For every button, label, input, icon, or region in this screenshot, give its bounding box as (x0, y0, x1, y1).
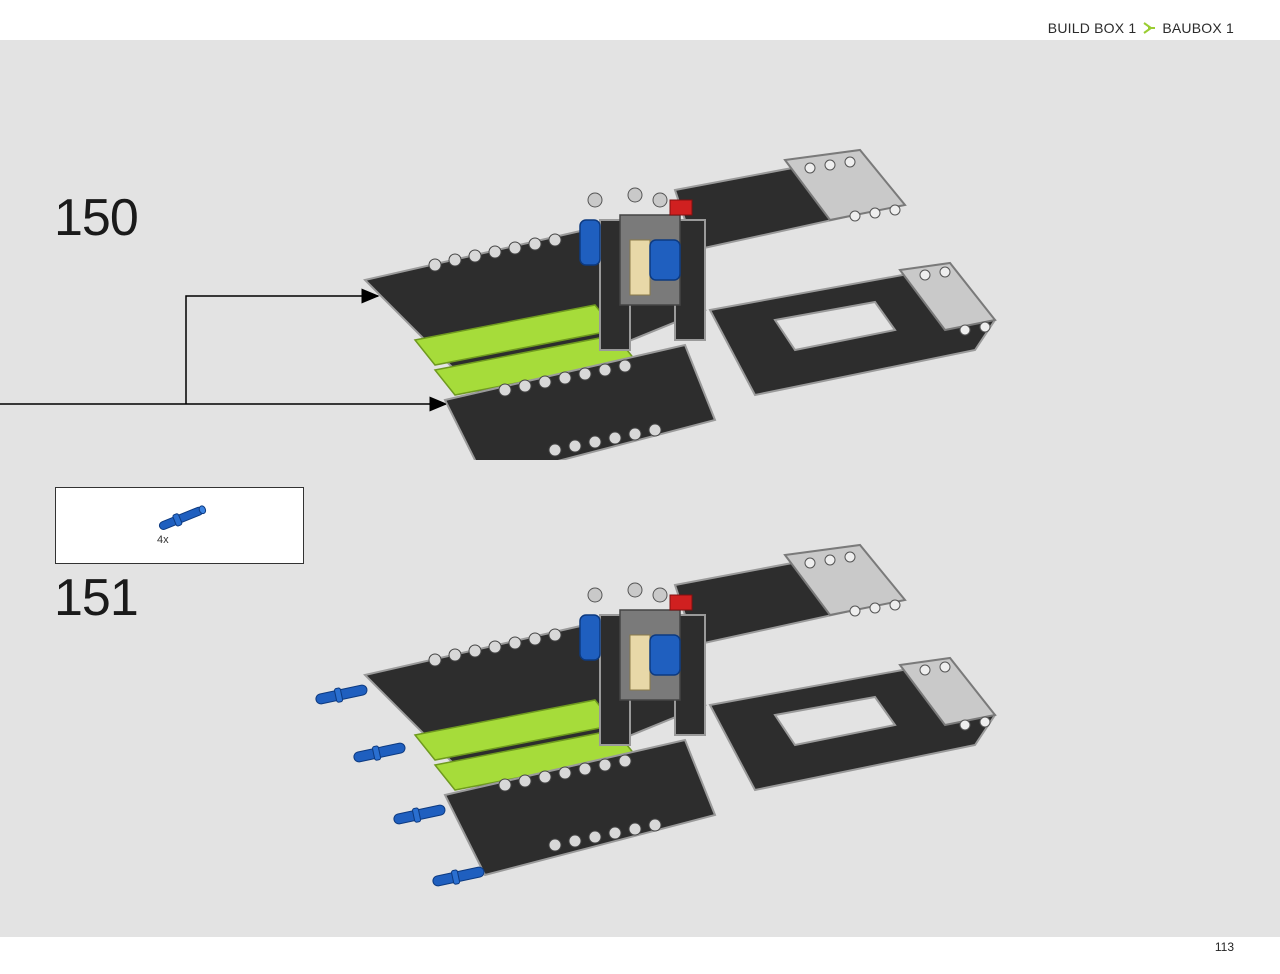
model-step-151 (315, 543, 997, 887)
breadcrumb-item-build-box: BUILD BOX 1 (1047, 20, 1137, 36)
parts-callout: 4x (55, 487, 304, 564)
breadcrumb: BUILD BOX 1 BAUBOX 1 (1048, 20, 1234, 36)
inserted-blue-pins (315, 684, 485, 887)
model-step-150 (363, 148, 997, 460)
page-header: BUILD BOX 1 BAUBOX 1 (0, 0, 1280, 40)
chassis-assembly-with-pins (363, 543, 997, 877)
blue-axle-pin-icon (158, 505, 207, 530)
instruction-canvas: 150 151 4x (0, 40, 1280, 937)
step-number-151: 151 (54, 569, 139, 627)
chassis-assembly (363, 148, 997, 460)
part-quantity: 4x (157, 534, 169, 546)
arrow-upper (185, 288, 380, 404)
step-number-150: 150 (54, 189, 139, 247)
chevron-arrow-icon (1143, 22, 1156, 34)
flow-arrows (0, 288, 448, 412)
breadcrumb-item-baubox: BAUBOX 1 (1162, 20, 1234, 36)
page-number: 113 (1214, 940, 1234, 954)
